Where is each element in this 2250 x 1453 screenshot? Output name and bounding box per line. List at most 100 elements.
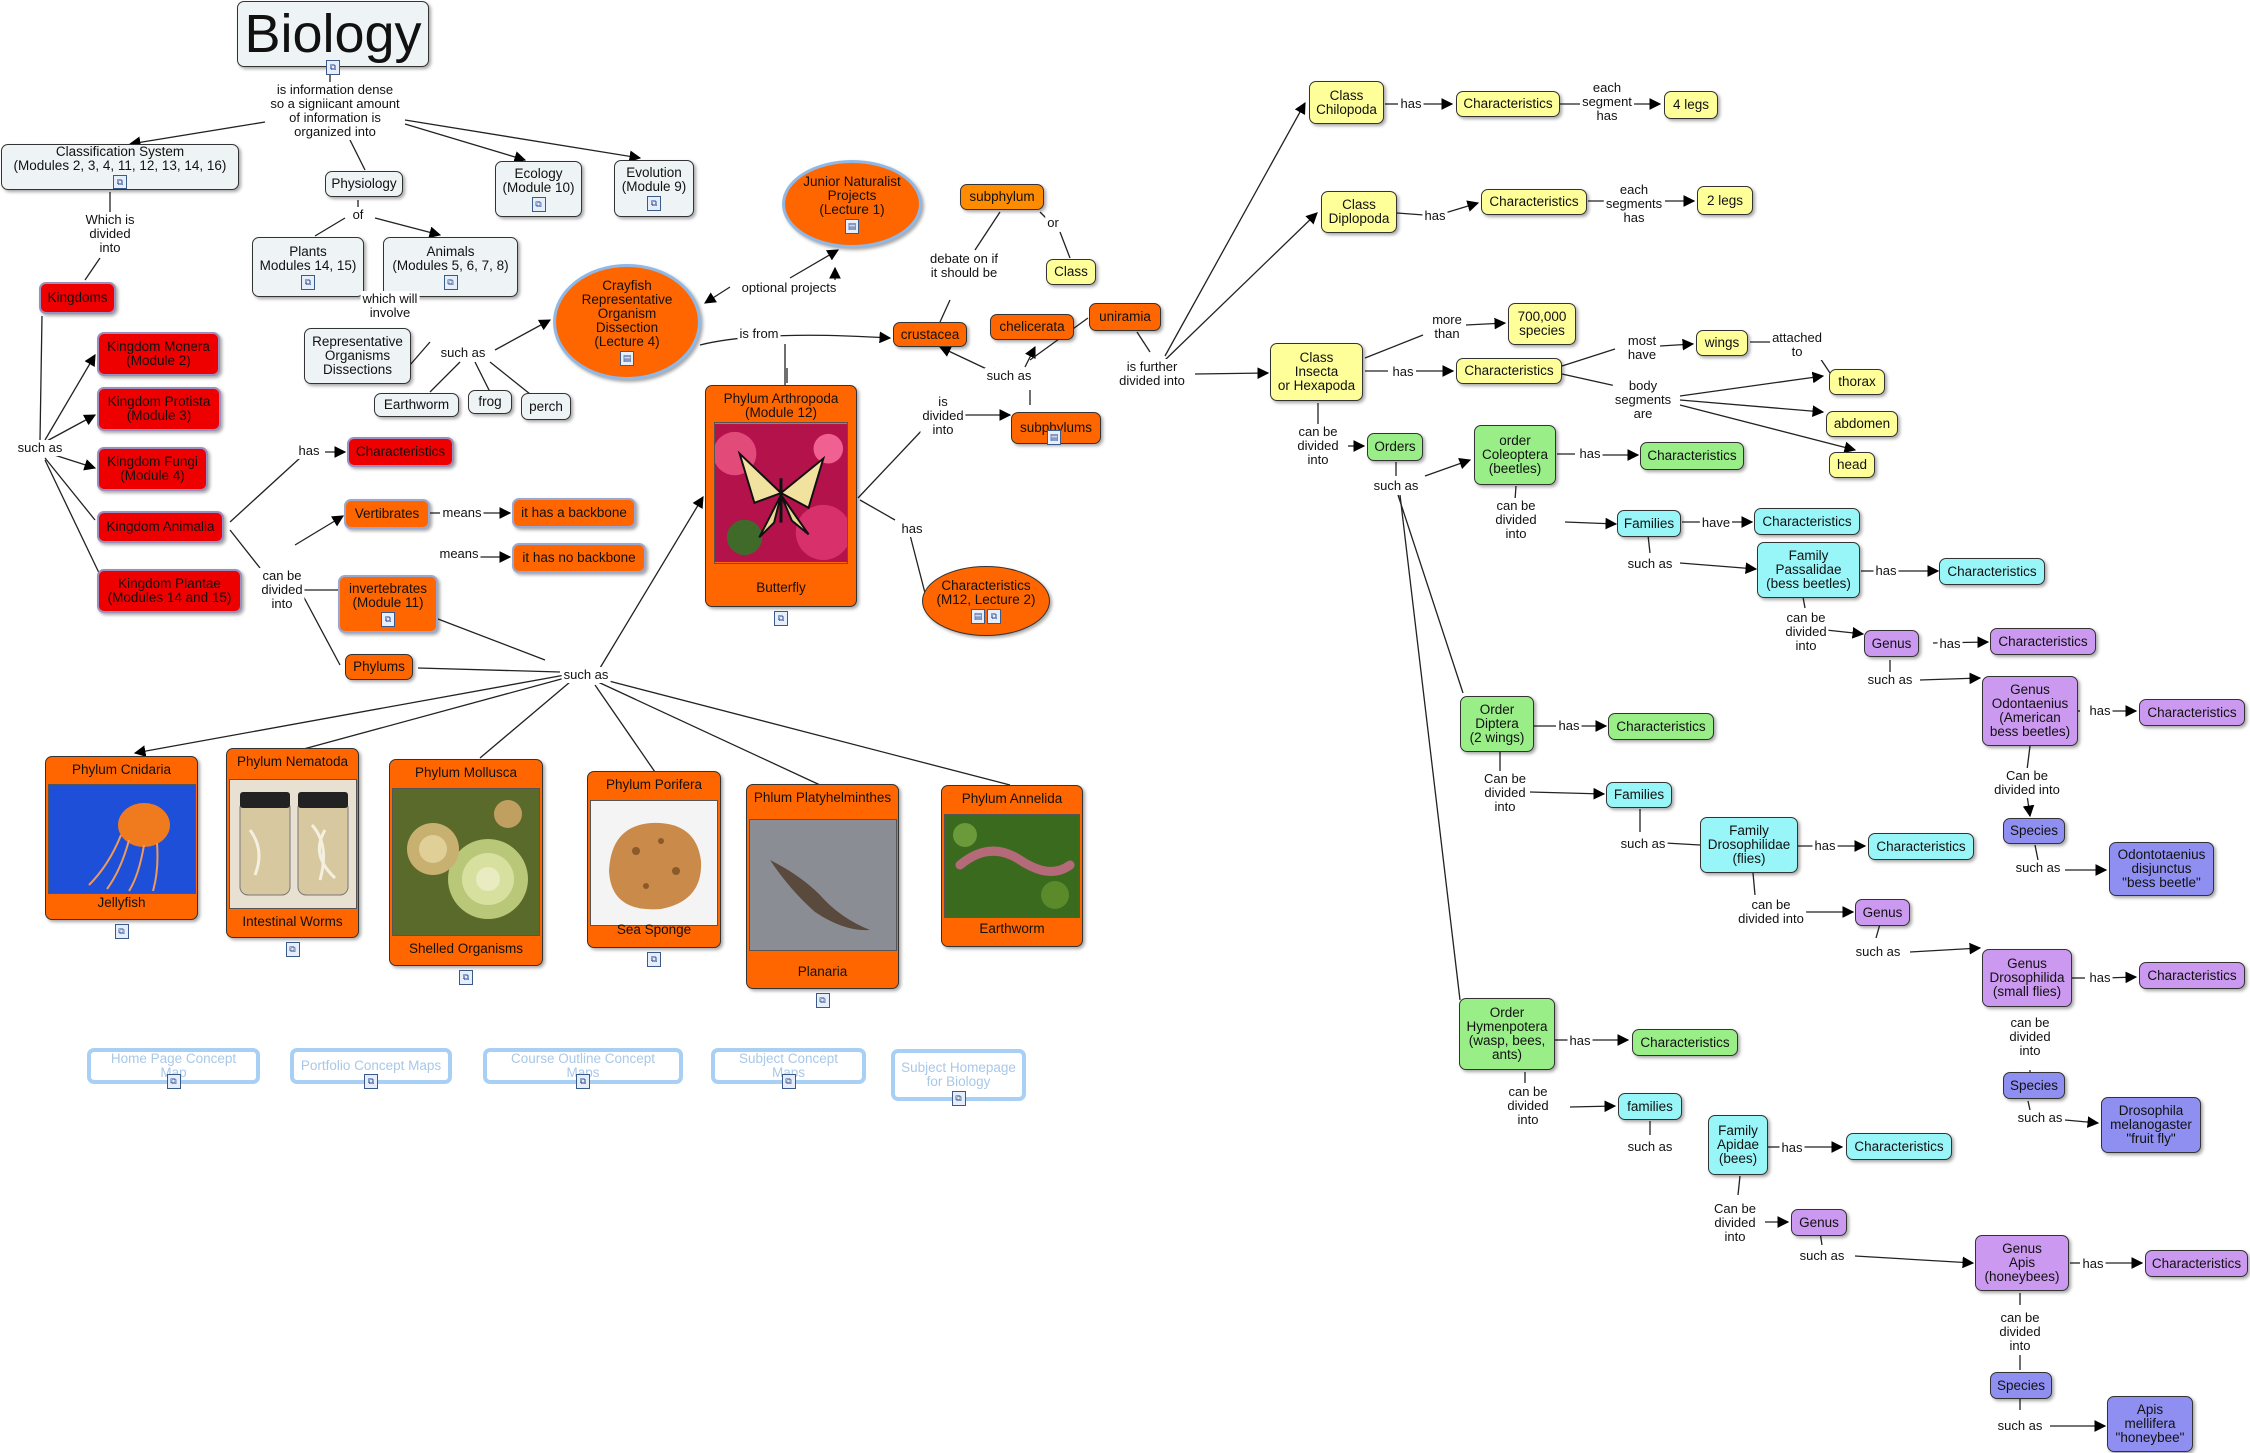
phylum-porifera-node[interactable]: Phylum Porifera Sea Sponge ⧉ (587, 771, 721, 967)
concept-map-link-icon[interactable]: ⧉ (364, 1074, 378, 1089)
families-coleoptera-node[interactable]: Families (1617, 510, 1681, 537)
species-hymenoptera-node[interactable]: Species (1990, 1372, 2052, 1399)
head-node[interactable]: head (1829, 452, 1875, 478)
document-link-icon[interactable]: ▤ (845, 218, 859, 234)
drosophila-melanogaster-node[interactable]: Drosophila melanogaster "fruit fly" (2101, 1097, 2201, 1153)
class-node[interactable]: Class (1046, 259, 1096, 285)
concept-map-link-icon[interactable]: ⧉ (285, 942, 300, 957)
phylums-node[interactable]: Phylums (345, 654, 413, 680)
genus-drosophilida-node[interactable]: Genus Drosophilida (small flies) (1982, 949, 2072, 1007)
concept-map-link-icon[interactable]: ⧉ (531, 196, 546, 212)
phylum-mollusca-node[interactable]: Phylum Mollusca Shelled Organisms ⧉ (389, 759, 543, 985)
crustacea-node[interactable]: crustacea (893, 322, 967, 347)
species-700000-node[interactable]: 700,000 species (1508, 303, 1576, 345)
earthworm-sample-node[interactable]: Earthworm (374, 393, 459, 417)
drosophilidae-characteristics-node[interactable]: Characteristics (1868, 833, 1974, 860)
classification-node[interactable]: Classification System (Modules 2, 3, 4, … (1, 144, 239, 190)
subphylum-node[interactable]: subphylum (960, 184, 1044, 210)
families-diptera-node[interactable]: Families (1606, 782, 1672, 808)
junior-naturalist-node[interactable]: Junior Naturalist Projects (Lecture 1) ▤ (782, 160, 922, 248)
hymenoptera-characteristics-node[interactable]: Characteristics (1632, 1029, 1738, 1056)
insecta-characteristics-node[interactable]: Characteristics (1456, 358, 1562, 384)
drosophilida-characteristics-node[interactable]: Characteristics (2139, 962, 2245, 989)
families-characteristics-node[interactable]: Characteristics (1754, 508, 1860, 535)
coleoptera-characteristics-node[interactable]: Characteristics (1640, 442, 1744, 470)
chilopoda-characteristics-node[interactable]: Characteristics (1456, 91, 1560, 117)
evolution-node[interactable]: Evolution (Module 9) ⧉ (614, 160, 694, 217)
genus-odontaenius-node[interactable]: Genus Odontaenius (American bess beetles… (1982, 676, 2078, 746)
families-hymenoptera-node[interactable]: families (1618, 1093, 1682, 1120)
phylum-cnidaria-node[interactable]: Phylum Cnidaria Jellyfish ⧉ (45, 756, 198, 939)
concept-map-link-icon[interactable]: ⧉ (381, 611, 395, 627)
concept-map-link-icon[interactable]: ⧉ (113, 175, 127, 189)
concept-map-link-icon[interactable]: ⧉ (774, 611, 788, 626)
biology-title-node[interactable]: Biology ⧉ (237, 1, 429, 75)
concept-map-link-icon[interactable]: ⧉ (647, 952, 661, 967)
genus-hymenoptera-node[interactable]: Genus (1791, 1209, 1847, 1236)
perch-node[interactable]: perch (521, 393, 571, 420)
kingdom-plantae-node[interactable]: Kingdom Plantae (Modules 14 and 15) (97, 569, 242, 613)
concept-map-link-icon[interactable]: ⧉ (443, 274, 458, 290)
phylum-nematoda-node[interactable]: Phylum Nematoda Intestinal Worms ⧉ (226, 748, 359, 957)
animals-node[interactable]: Animals (Modules 5, 6, 7, 8) ⧉ (383, 237, 518, 297)
document-link-icon[interactable]: ▤ (620, 350, 634, 366)
concept-map-link-icon[interactable]: ⧉ (987, 608, 1001, 624)
concept-map-link-icon[interactable]: ⧉ (781, 1074, 796, 1089)
diptera-characteristics-node[interactable]: Characteristics (1608, 713, 1714, 740)
order-diptera-node[interactable]: Order Diptera (2 wings) (1460, 696, 1534, 752)
family-apidae-node[interactable]: Family Apidae (bees) (1708, 1115, 1768, 1175)
kingdom-fungi-node[interactable]: Kingdom Fungi (Module 4) (97, 447, 208, 491)
kingdom-protista-node[interactable]: Kingdom Protista (Module 3) (97, 387, 221, 431)
arthropoda-characteristics-node[interactable]: Characteristics (M12, Lecture 2) ▤⧉ (922, 566, 1050, 636)
frog-node[interactable]: frog (468, 390, 512, 414)
home-page-concept-map-link[interactable]: Home Page Concept Map ⧉ (87, 1048, 260, 1089)
kingdom-monera-node[interactable]: Kingdom Monera (Module 2) (97, 332, 220, 376)
concept-map-link-icon[interactable]: ⧉ (301, 274, 315, 290)
phylum-platyhelminthes-node[interactable]: Phlum Platyhelminthes Planaria ⧉ (746, 784, 899, 1008)
genus-apis-node[interactable]: Genus Apis (honeybees) (1975, 1235, 2069, 1291)
thorax-node[interactable]: thorax (1829, 369, 1885, 395)
apis-characteristics-node[interactable]: Characteristics (2145, 1250, 2248, 1277)
concept-map-link-icon[interactable]: ⧉ (951, 1091, 966, 1106)
document-link-icon[interactable]: ▤ (971, 608, 985, 624)
passalidae-characteristics-node[interactable]: Characteristics (1939, 558, 2045, 585)
order-hymenoptera-node[interactable]: Order Hymenpotera (wasp, bees, ants) (1459, 998, 1555, 1070)
family-passalidae-node[interactable]: Family Passalidae (bess beetles) (1757, 542, 1860, 598)
class-chilopoda-node[interactable]: Class Chilopoda (1309, 81, 1384, 124)
diplopoda-characteristics-node[interactable]: Characteristics (1481, 189, 1587, 215)
plants-node[interactable]: Plants Modules 14, 15) ⧉ (252, 237, 364, 297)
apis-mellifera-node[interactable]: Apis mellifera "honeybee" (2107, 1396, 2193, 1452)
representative-organisms-node[interactable]: Representative Organisms Dissections (304, 328, 411, 384)
has-backbone-node[interactable]: it has a backbone (512, 498, 636, 528)
crayfish-dissection-node[interactable]: Crayfish Representative Organism Dissect… (553, 264, 701, 380)
genus-characteristics-node[interactable]: Characteristics (1990, 628, 2096, 655)
portfolio-concept-maps-link[interactable]: Portfolio Concept Maps ⧉ (290, 1048, 452, 1089)
odontaenius-characteristics-node[interactable]: Characteristics (2139, 699, 2245, 726)
chelicerata-node[interactable]: chelicerata (990, 314, 1074, 340)
document-link-icon[interactable]: ▤ (1047, 430, 1061, 445)
concept-map-link-icon[interactable]: ⧉ (166, 1074, 181, 1089)
family-drosophilidae-node[interactable]: Family Drosophilidae (flies) (1700, 817, 1798, 873)
kingdom-animalia-node[interactable]: Kingdom Animalia (97, 511, 224, 543)
class-diplopoda-node[interactable]: Class Diplopoda (1321, 191, 1397, 233)
animalia-characteristics-node[interactable]: Characteristics (347, 437, 454, 467)
odontotaenius-disjunctus-node[interactable]: Odontotaenius disjunctus "bess beetle" (2109, 842, 2214, 896)
apidae-characteristics-node[interactable]: Characteristics (1846, 1133, 1952, 1160)
concept-map-link-icon[interactable]: ⧉ (114, 924, 129, 939)
two-legs-node[interactable]: 2 legs (1697, 186, 1753, 215)
abdomen-node[interactable]: abdomen (1826, 411, 1898, 437)
vertebrates-node[interactable]: Vertibrates (344, 499, 430, 529)
uniramia-node[interactable]: uniramia (1089, 303, 1161, 331)
species-coleoptera-node[interactable]: Species (2003, 818, 2065, 844)
concept-map-link-icon[interactable]: ⧉ (815, 993, 830, 1008)
physiology-node[interactable]: Physiology (325, 171, 403, 197)
wings-node[interactable]: wings (1696, 330, 1748, 356)
order-coleoptera-node[interactable]: order Coleoptera (beetles) (1474, 425, 1556, 485)
species-diptera-node[interactable]: Species (2003, 1072, 2065, 1099)
four-legs-node[interactable]: 4 legs (1664, 91, 1718, 119)
course-outline-concept-maps-link[interactable]: Course Outline Concept Maps ⧉ (483, 1048, 683, 1089)
genus-coleoptera-node[interactable]: Genus (1864, 630, 1919, 657)
genus-diptera-node[interactable]: Genus (1855, 899, 1910, 926)
concept-map-link-icon[interactable]: ⧉ (647, 196, 661, 211)
concept-map-link-icon[interactable]: ⧉ (576, 1074, 590, 1089)
